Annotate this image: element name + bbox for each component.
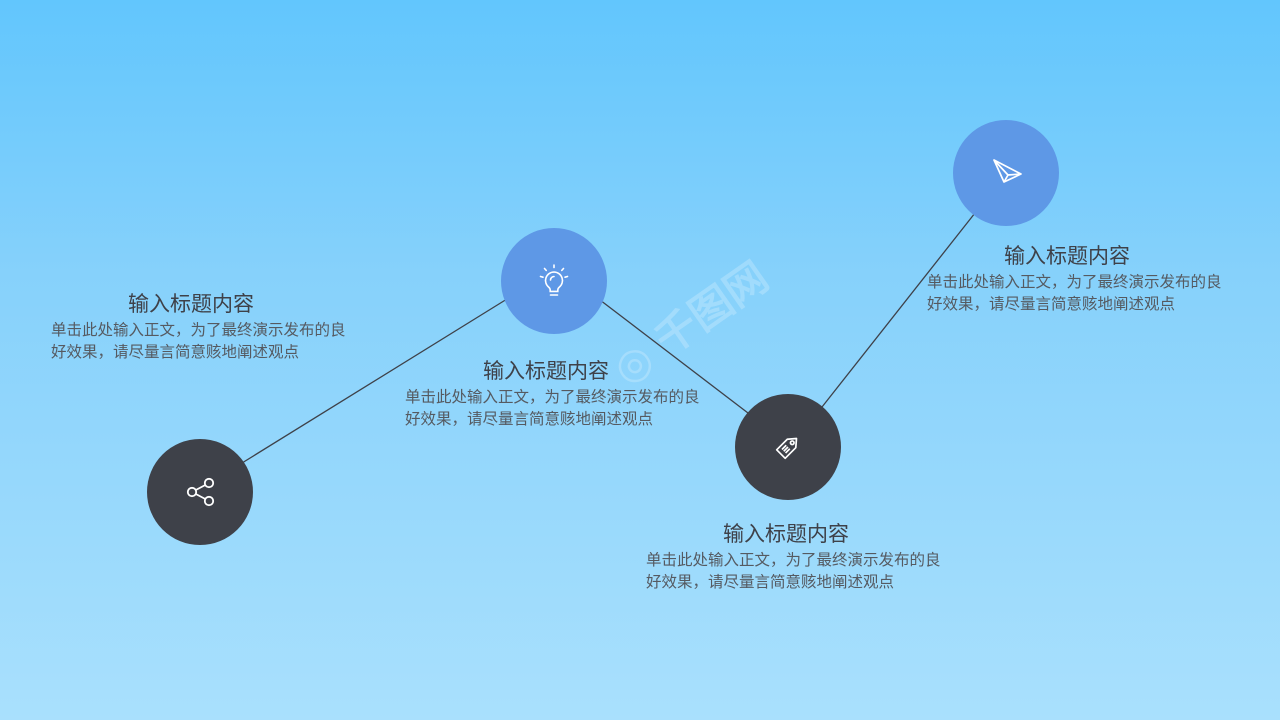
connector-line-1: [241, 298, 508, 464]
step-2-text: 输入标题内容 单击此处输入正文，为了最终演示发布的良好效果，请尽量言简意赅地阐述…: [405, 358, 705, 430]
connector-line-3: [821, 212, 976, 408]
step-1-node: [147, 439, 253, 545]
step-3-body: 单击此处输入正文，为了最终演示发布的良好效果，请尽量言简意赅地阐述观点: [646, 551, 941, 591]
step-2-title: 输入标题内容: [483, 359, 609, 383]
step-4-title: 输入标题内容: [1004, 244, 1130, 268]
step-3-text: 输入标题内容 单击此处输入正文，为了最终演示发布的良好效果，请尽量言简意赅地阐述…: [646, 521, 946, 593]
step-3-node: [735, 394, 841, 500]
tag-icon: [775, 437, 798, 460]
paper-plane-icon: [993, 159, 1022, 183]
step-2-body: 单击此处输入正文，为了最终演示发布的良好效果，请尽量言简意赅地阐述观点: [405, 388, 700, 428]
lightbulb-icon: [539, 264, 569, 296]
step-1-text: 输入标题内容 单击此处输入正文，为了最终演示发布的良好效果，请尽量言简意赅地阐述…: [51, 291, 351, 363]
step-2-node: [501, 228, 607, 334]
step-4-body: 单击此处输入正文，为了最终演示发布的良好效果，请尽量言简意赅地阐述观点: [927, 273, 1222, 313]
step-1-body: 单击此处输入正文，为了最终演示发布的良好效果，请尽量言简意赅地阐述观点: [51, 321, 346, 361]
connector-line-2: [599, 299, 749, 414]
step-3-title: 输入标题内容: [723, 522, 849, 546]
share-icon: [186, 477, 215, 507]
step-4-node: [953, 120, 1059, 226]
step-1-title: 输入标题内容: [128, 292, 254, 316]
step-4-text: 输入标题内容 单击此处输入正文，为了最终演示发布的良好效果，请尽量言简意赅地阐述…: [927, 243, 1227, 315]
